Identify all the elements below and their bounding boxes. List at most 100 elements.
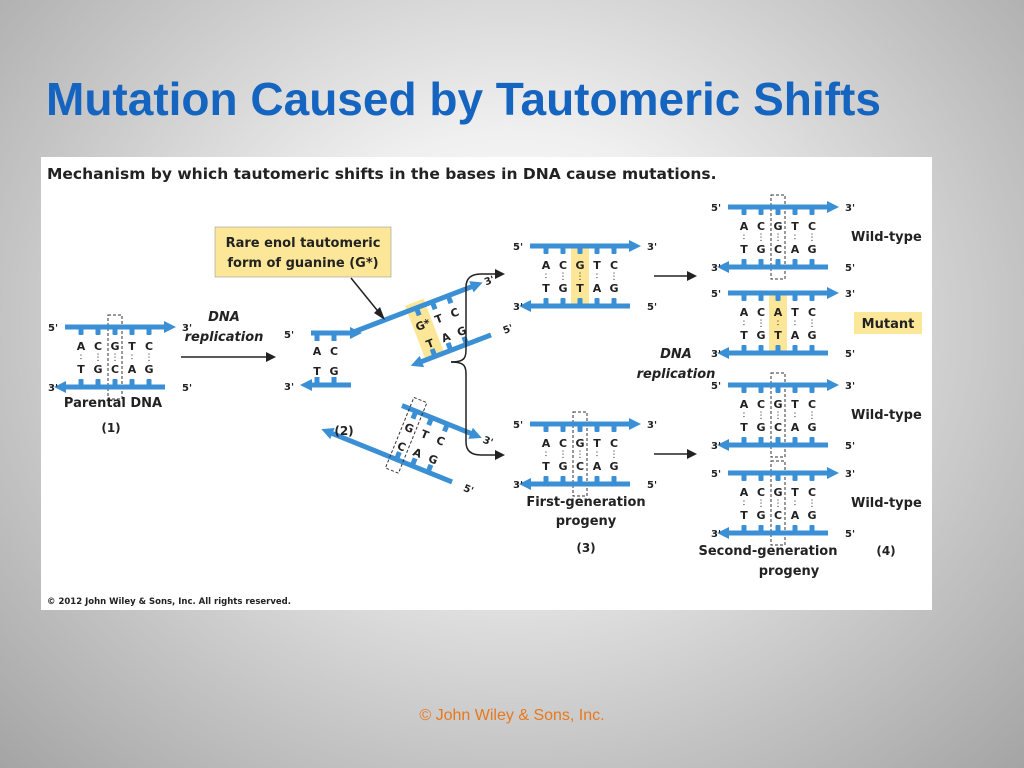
first-gen-mutant-duplex-top-base: T [593, 259, 601, 272]
parental-duplex-hbond: ⋮ [94, 353, 103, 363]
second-gen-duplex-4-stub [741, 473, 747, 481]
second-gen-mutant-duplex-bottom-base: A [791, 329, 800, 342]
parental-duplex-hbond: ⋮ [145, 353, 154, 363]
first-gen-wildtype-duplex-bottom-strand-arrowhead [519, 478, 531, 490]
second-gen-duplex-1-hbond: ⋮ [808, 233, 817, 243]
wild-type-label-1: Wild-type [851, 230, 922, 245]
second-gen-duplex-4-stub [775, 473, 781, 481]
step-number-1: (1) [101, 421, 120, 435]
first-gen-mutant-duplex-5prime-label: 5' [647, 302, 657, 313]
parental-duplex-top-base: C [145, 340, 153, 353]
second-gen-duplex-3-hbond: ⋮ [757, 411, 766, 421]
second-gen-mutant-duplex-hbond: ∶ [777, 319, 779, 329]
first-gen-wildtype-duplex: AT∶CG⋮GC⋮TA∶CG⋮5'3'3'5' [513, 411, 657, 497]
first-gen-wildtype-duplex-stub [577, 424, 583, 432]
lower-arm-boxed-pair [384, 396, 428, 474]
first-gen-wildtype-duplex-boxed-pair [572, 411, 588, 497]
lower-arm-parent-strand [321, 428, 453, 485]
first-gen-wildtype-duplex-top-strand-arrowhead [629, 418, 641, 430]
first-generation-label: First-generation [526, 495, 645, 510]
second-gen-duplex-3-top-base: G [773, 398, 782, 411]
parental-duplex-stub [146, 379, 152, 387]
first-progeny-label: progeny [556, 514, 617, 529]
second-gen-mutant-duplex-top-base: A [774, 306, 783, 319]
first-gen-wildtype-duplex-stub [543, 476, 549, 484]
second-gen-duplex-4-top-base: C [757, 486, 765, 499]
second-gen-mutant-duplex-bottom-base: G [807, 329, 816, 342]
parental-duplex-bottom-base: A [128, 363, 137, 376]
mutant-label-highlight [854, 312, 922, 334]
parental-duplex: AT∶CG⋮GC⋮TA∶CG⋮5'3'3'5' [48, 314, 192, 400]
first-gen-mutant-duplex-stub [594, 246, 600, 254]
second-gen-duplex-1-3prime-label: 3' [845, 203, 855, 214]
second-gen-duplex-1-bottom-base: A [791, 243, 800, 256]
first-gen-mutant-duplex-bottom-base: T [542, 282, 550, 295]
lower-arm-stub [425, 463, 434, 474]
second-gen-duplex-1-stub [792, 207, 798, 215]
second-gen-duplex-1-stub [775, 207, 781, 215]
second-gen-duplex-4-stub [758, 525, 764, 533]
upper-arm-stub [445, 294, 454, 305]
second-gen-mutant-duplex-3prime-label: 3' [845, 289, 855, 300]
second-gen-duplex-4-bottom-base: A [791, 509, 800, 522]
branch-arrow-lower-head [495, 450, 505, 460]
second-gen-duplex-1-top-base: C [808, 220, 816, 233]
lower-arm-parent-strand-backbone [330, 430, 453, 485]
parental-duplex-stub [129, 327, 135, 335]
first-gen-wildtype-duplex-hbond: ⋮ [559, 450, 568, 460]
first-gen-wildtype-duplex-hbond: ⋮ [576, 450, 585, 460]
second-gen-duplex-4-hbond: ∶ [794, 499, 796, 509]
second-gen-duplex-4-top-base: T [791, 486, 799, 499]
second-gen-duplex-3-stub [792, 385, 798, 393]
upper-arm-new-strand [410, 332, 492, 368]
first-gen-mutant-duplex-hbond: ∶ [596, 272, 598, 282]
second-gen-duplex-4-bottom-base: G [807, 509, 816, 522]
lower-arm-new-strand-backbone [401, 403, 473, 437]
wild-type-label-3: Wild-type [851, 496, 922, 511]
second-gen-duplex-4-5prime-label: 5' [711, 469, 721, 480]
second-gen-duplex-1-bottom-strand-arrowhead [717, 261, 729, 273]
first-gen-mutant-duplex-stub [577, 246, 583, 254]
dna-label-2: DNA [660, 347, 692, 362]
second-gen-duplex-3-stub [809, 437, 815, 445]
first-gen-wildtype-duplex-3prime-label: 3' [513, 480, 523, 491]
upper-arm-bottom-base: A [440, 330, 453, 345]
parental-duplex-stub [95, 379, 101, 387]
upper-arm-new-strand-backbone [420, 332, 492, 365]
first-gen-mutant-duplex-bottom-base: A [593, 282, 602, 295]
first-gen-mutant-duplex-3prime-label: 3' [647, 242, 657, 253]
second-gen-duplex-3-hbond: ∶ [794, 411, 796, 421]
fork-top-strand-backbone [311, 330, 351, 336]
lower-arm-new-strand [401, 403, 482, 439]
second-gen-duplex-4-3prime-label: 3' [845, 469, 855, 480]
second-gen-duplex-4: AT∶CG⋮GC⋮TA∶CG⋮5'3'3'5' [711, 460, 855, 546]
parental-duplex-top-base: C [94, 340, 102, 353]
first-gen-mutant-duplex-stub [543, 246, 549, 254]
second-gen-duplex-3-boxed-pair [770, 372, 786, 458]
first-gen-wildtype-duplex-5prime-label: 5' [513, 420, 523, 431]
second-gen-duplex-1-5prime-label: 5' [711, 203, 721, 214]
second-gen-duplex-4-stub [775, 525, 781, 533]
parental-duplex-boxed-pair [107, 314, 123, 400]
second-gen-mutant-duplex-5prime-label: 5' [845, 349, 855, 360]
first-gen-mutant-duplex: AT∶CG⋮GT⋮TA∶CG⋮5'3'3'5' [513, 240, 657, 313]
first-gen-mutant-duplex-top-base: C [610, 259, 618, 272]
fork-3prime-label: 3' [284, 382, 294, 393]
second-gen-mutant-duplex-3prime-label: 3' [711, 349, 721, 360]
second-gen-duplex-1-bottom-base: C [774, 243, 782, 256]
callout-pointer [350, 277, 382, 316]
second-gen-duplex-4-3prime-label: 3' [711, 529, 721, 540]
parental-duplex-stub [112, 327, 118, 335]
figure-heading: Mechanism by which tautomeric shifts in … [47, 165, 717, 183]
fork-top-base: A [313, 345, 322, 358]
second-gen-duplex-3-stub [758, 437, 764, 445]
second-gen-duplex-3-stub [775, 437, 781, 445]
upper-arm-stub [414, 307, 422, 317]
fork-bottom-strand-arrowhead [300, 379, 312, 391]
second-gen-duplex-4-hbond: ∶ [743, 499, 745, 509]
parental-duplex-bottom-base: C [111, 363, 119, 376]
second-progeny-label: progeny [759, 564, 820, 579]
second-gen-duplex-1-hbond: ∶ [743, 233, 745, 243]
fork-5prime-label: 5' [284, 330, 294, 341]
